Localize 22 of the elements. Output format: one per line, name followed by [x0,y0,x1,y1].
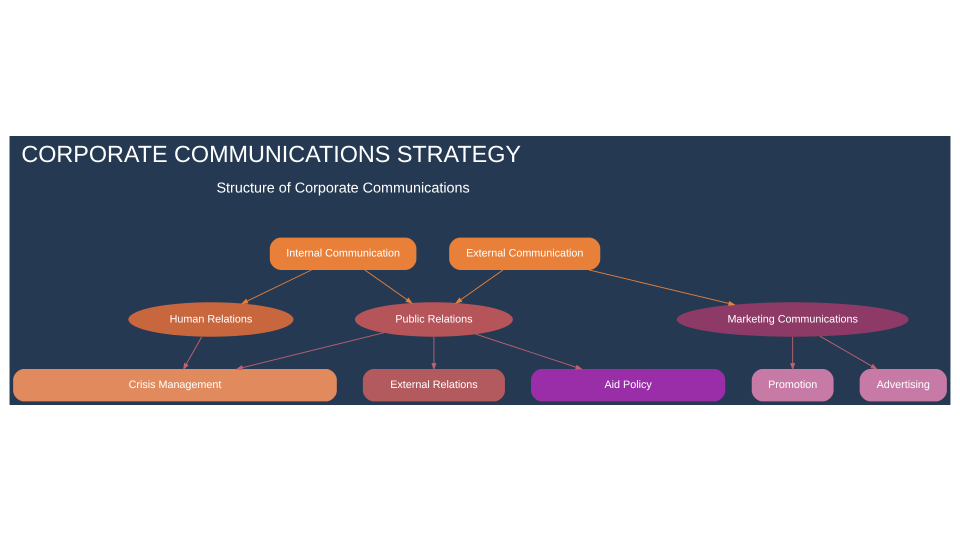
node-box: External Communication [449,237,600,270]
node-box: Internal Communication [270,237,416,270]
node-ellipse: Human Relations [128,302,294,336]
node-box: Aid Policy [531,368,726,401]
arrow [240,269,312,304]
node-box: Crisis Management [13,368,337,401]
node-ellipse: Public Relations [354,302,513,336]
arrow [364,269,413,304]
arrow [820,335,878,370]
arrow [475,333,583,370]
arrow [455,269,504,304]
node-ellipse: Marketing Communications [676,302,909,336]
arrow [182,336,202,370]
node-box: Advertising [860,368,947,401]
arrow [588,269,736,306]
arrow [790,336,796,370]
label: Structure of Corporate Communications [216,180,470,196]
diagram-title: CORPORATE COMMUNICATIONS STRATEGY [21,140,522,166]
arrow [431,336,436,370]
node-box: External Relations [362,368,505,401]
arrow [236,332,384,370]
node-box: Promotion [752,368,834,401]
